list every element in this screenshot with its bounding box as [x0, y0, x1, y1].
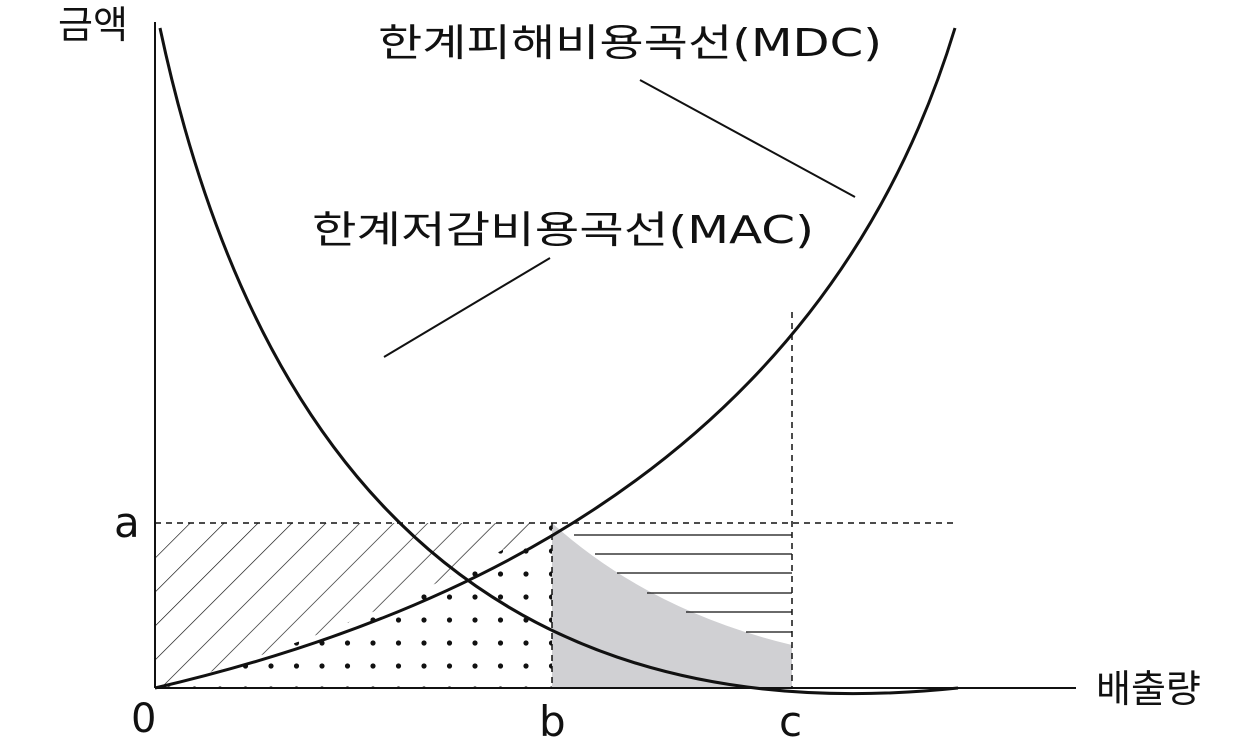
- mac-curve: [158, 27, 959, 696]
- mac-leader-line: [383, 257, 551, 358]
- gray-shaded-region: [552, 523, 792, 688]
- mac-curve-label: 한계저감비용곡선(MAC): [312, 208, 814, 252]
- horizontal-hatch-region: [574, 534, 792, 633]
- y-axis-label: 금액: [58, 3, 128, 47]
- mdc-leader-line: [639, 79, 856, 198]
- x-axis-label: 배출량: [1096, 667, 1201, 711]
- dashed-guides: [155, 312, 958, 688]
- mdc-curve: [154, 27, 957, 690]
- point-b-label: b: [539, 697, 566, 746]
- origin-label: 0: [131, 696, 156, 742]
- point-c-label: c: [779, 697, 802, 746]
- point-a-label: a: [114, 498, 140, 547]
- mdc-curve-label: 한계피해비용곡선(MDC): [378, 21, 882, 65]
